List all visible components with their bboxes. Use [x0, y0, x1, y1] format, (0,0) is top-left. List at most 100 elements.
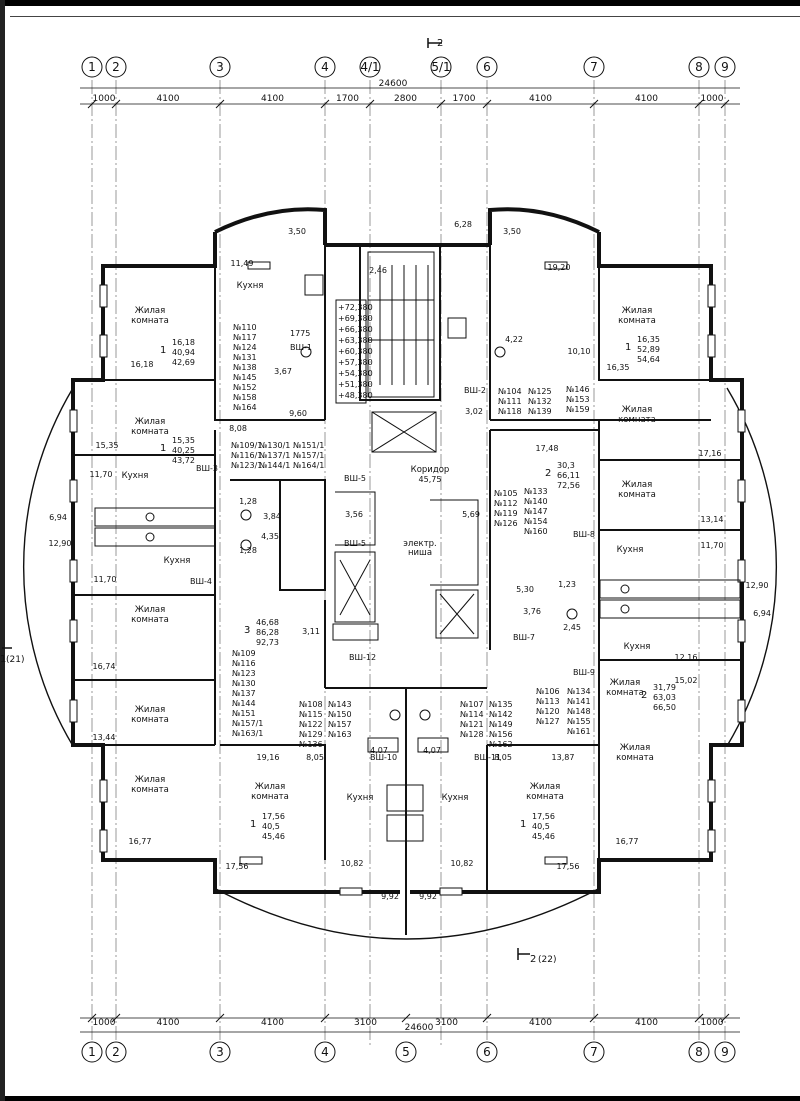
room-name: Кухня: [122, 471, 149, 481]
room-area: 4,07: [370, 746, 388, 755]
room-name: Кухня: [617, 545, 644, 555]
room-area: 4,22: [505, 335, 523, 344]
apartment-label: №107: [460, 700, 484, 709]
dimension-bottom: 1000: [701, 1018, 724, 1028]
apartment-label: №139: [528, 407, 552, 416]
dimension-top: 2800: [394, 94, 417, 104]
living-area: 31,79: [653, 683, 676, 692]
axis-label: 6: [483, 1045, 491, 1059]
room-name: комната: [618, 316, 656, 326]
apartment-label: №115: [299, 710, 323, 719]
room-area: 17,48: [536, 444, 559, 453]
axis-label: 6: [483, 60, 491, 74]
room-area: 19,20: [548, 263, 571, 272]
apartment-label: №163: [328, 730, 352, 739]
apartment-label: №158: [233, 393, 257, 402]
section-bottom-ref: (22): [538, 955, 556, 965]
axis-bubble: [314, 56, 336, 78]
apartment-label: №105: [494, 489, 518, 498]
apartment-label: ВШ-5: [344, 539, 366, 548]
room-name: комната: [131, 715, 169, 725]
apartment-label: №160: [524, 527, 548, 536]
dimension-bottom: 4100: [635, 1018, 658, 1028]
apartment-label: №140: [524, 497, 548, 506]
apartment-label: №117: [233, 333, 257, 342]
living-area: 15,35: [172, 436, 195, 445]
apartment-label: ВШ-2: [464, 386, 486, 395]
room-name: Жилая: [135, 605, 165, 615]
axis-bubble: [583, 56, 605, 78]
apartment-label: ВШ-3: [196, 464, 218, 473]
apartment-label: №143: [328, 700, 352, 709]
room-area: 45,75: [419, 475, 442, 484]
total-area: 63,03: [653, 693, 676, 702]
sanitary-equipment: [94, 274, 741, 842]
room-name: комната: [251, 792, 289, 802]
apartment-label: №123/1: [231, 461, 262, 470]
apartment-summaries: 116,1840,9442,69115,3540,2543,72116,3552…: [160, 335, 676, 841]
axis-bubble: [583, 1041, 605, 1063]
apartment-label: №148: [567, 707, 591, 716]
axis-bubble: [714, 56, 736, 78]
room-name: комната: [618, 490, 656, 500]
axis-label: 4: [321, 60, 329, 74]
apartment-label: №157/1: [232, 719, 263, 728]
dimension-top: 4100: [157, 94, 180, 104]
room-name: Жилая: [135, 306, 165, 316]
apartment-rooms-count: 2: [641, 690, 647, 701]
room-name: комната: [526, 792, 564, 802]
dimension-top: 4100: [529, 94, 552, 104]
axis-bubble: [105, 1041, 127, 1063]
room-area: 3,50: [503, 227, 521, 236]
room-name: Кухня: [624, 642, 651, 652]
apartment-label: №164/1: [293, 461, 324, 470]
living-area: 16,18: [172, 338, 195, 347]
windows: [69, 261, 746, 896]
room-area: 6,94: [49, 513, 67, 522]
total-area: 40,94: [172, 348, 195, 357]
apartment-label: 1775: [290, 329, 310, 338]
room-name: ниша: [408, 548, 432, 558]
apartment-label: №119: [494, 509, 518, 518]
apartment-label: №104: [498, 387, 522, 396]
total-area-with-balcony: 43,72: [172, 456, 195, 465]
apartment-label: №129: [299, 730, 323, 739]
apartment-label: №112: [494, 499, 518, 508]
elevation-list: +72,380+69,380+66,380+63,380+60,380+57,3…: [335, 299, 373, 404]
apartment-label: №153: [566, 395, 590, 404]
room-area: 8,05: [306, 753, 324, 762]
apartment-label: ВШ-4: [190, 577, 212, 586]
apartment-label: №145: [233, 373, 257, 382]
dimension-top: 4100: [261, 94, 284, 104]
axis-bubble: [209, 1041, 231, 1063]
room-area: 19,16: [257, 753, 280, 762]
axis-bubble: [81, 1041, 103, 1063]
room-area: 3,84: [263, 512, 281, 521]
dimension-bottom: 3100: [435, 1018, 458, 1028]
total-area: 66,11: [557, 471, 580, 480]
apartment-label: №157: [328, 720, 352, 729]
dimension-bottom: 4100: [261, 1018, 284, 1028]
apartment-label: №144: [232, 699, 256, 708]
axis-bubble: [476, 1041, 498, 1063]
apartment-label: №114: [460, 710, 484, 719]
elevation-mark: +57,380: [338, 358, 373, 367]
room-area: 15,35: [96, 441, 119, 450]
dimension-bottom: 4100: [529, 1018, 552, 1028]
axis-label: 3: [216, 60, 224, 74]
room-name: комната: [616, 753, 654, 763]
total-area: 86,28: [256, 628, 279, 637]
dimension-top: 1000: [93, 94, 116, 104]
room-name: Жилая: [622, 480, 652, 490]
apartment-label: №161: [567, 727, 591, 736]
room-area: 16,35: [607, 363, 630, 372]
room-area: 3,50: [288, 227, 306, 236]
apartment-label: №142: [489, 710, 513, 719]
apartment-label: №137/1: [259, 451, 290, 460]
axis-label: 5: [402, 1045, 410, 1059]
room-name: Жилая: [620, 743, 650, 753]
